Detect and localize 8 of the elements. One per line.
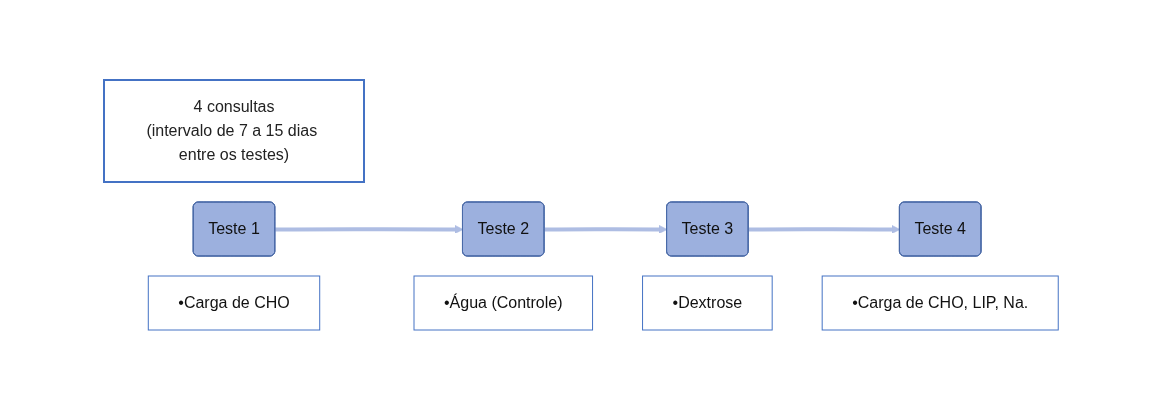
arrow [544, 225, 668, 234]
node-box: 4 consultas (intervalo de 7 a 15 dias entre os testes) [102, 79, 365, 183]
node-box: •Carga de CHO [147, 275, 321, 331]
node-box: •Carga de CHO, LIP, Na. [821, 275, 1059, 331]
node-box: •Dextrose [641, 275, 773, 331]
arrow [748, 225, 901, 234]
node-box: •Água (Controle) [413, 275, 593, 331]
arrow [275, 225, 464, 234]
